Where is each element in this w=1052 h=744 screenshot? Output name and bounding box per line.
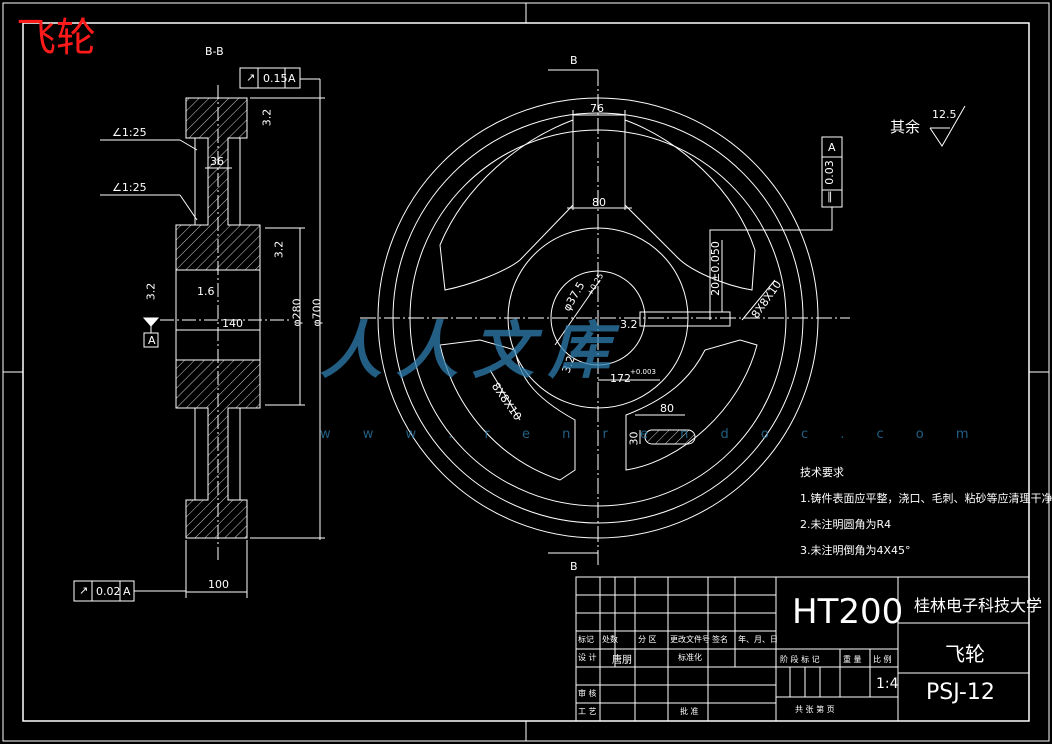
tb-sheet-info: 共 张 第 页	[795, 705, 835, 714]
tb-material: HT200	[792, 592, 904, 632]
datum-label: A	[148, 334, 156, 347]
tb-h-count: 处数	[602, 635, 618, 644]
tb-design-label: 设 计	[578, 653, 597, 662]
watermark: 人人文库	[320, 314, 625, 387]
tb-standard: 标准化	[678, 653, 702, 662]
section-mark-top: B	[570, 54, 578, 67]
dim-roughness-16: 1.6	[197, 285, 215, 298]
roughness-other-label: 其余	[890, 118, 921, 136]
roughness-other-value: 12.5	[932, 108, 957, 121]
section-view	[100, 78, 325, 598]
tb-stage: 阶 段 标 记	[780, 655, 820, 664]
runout-value-bottom: 0.02	[96, 585, 121, 598]
dim-roughness-c: 3.2	[144, 282, 158, 301]
dim-roughness-d: 3.2	[620, 318, 638, 331]
drawing-title: 飞轮	[16, 15, 96, 61]
tech-requirements: 技术要求 1.铸件表面应平整，浇口、毛刺、粘砂等应清理干净 2.未注明圆角为R4…	[800, 460, 1052, 564]
tb-h-mark: 标记	[578, 635, 594, 644]
tb-weight: 重 量	[843, 655, 862, 664]
tech-req-item-1: 1.铸件表面应平整，浇口、毛刺、粘砂等应清理干净	[800, 492, 1052, 505]
tolerance-frames	[73, 67, 843, 602]
section-mark-bottom: B	[570, 560, 578, 573]
parallel-icon: ∥	[827, 190, 833, 203]
dim-100: 100	[208, 578, 229, 591]
dim-taper-1: ∠1:25	[112, 126, 147, 139]
dim-172-tol: +0.003	[630, 368, 656, 376]
runout-datum-top: A	[288, 72, 296, 85]
watermark-url: w w w . r e n r e n d o c . c o m	[320, 427, 983, 442]
tb-h-sign: 签名	[712, 635, 728, 644]
runout-value-top: 0.15	[263, 72, 288, 85]
tb-approve: 批 准	[680, 707, 699, 716]
title-block-frame	[575, 576, 1030, 722]
tb-part-name: 飞轮	[945, 642, 985, 666]
tb-h-doc: 更改文件号	[670, 635, 710, 644]
dim-keyway: 20±0.050	[708, 241, 722, 296]
tb-ratio: 比 例	[873, 655, 892, 664]
dim-80-key: 80	[660, 402, 674, 415]
tb-drawing-no: PSJ-12	[926, 680, 995, 705]
tech-req-title: 技术要求	[800, 466, 844, 479]
runout-datum-bottom: A	[123, 585, 131, 598]
dim-76: 76	[590, 102, 604, 115]
parallel-datum: A	[828, 141, 836, 154]
tech-req-item-3: 3.未注明倒角为4X45°	[800, 544, 911, 557]
tb-scale: 1:4	[876, 676, 899, 692]
tb-h-zone: 分 区	[638, 635, 657, 644]
parallel-value: 0.03	[822, 160, 836, 185]
tb-org: 桂林电子科技大学	[914, 596, 1043, 615]
tb-designer: 唐朋	[612, 655, 632, 666]
dim-roughness-b: 3.2	[272, 240, 286, 259]
tb-review: 审 核	[578, 689, 597, 698]
dim-roughness-a: 3.2	[260, 108, 274, 127]
runout-icon-bottom: ↗	[79, 584, 89, 597]
dim-80-spoke: 80	[592, 196, 606, 209]
roughness-symbol	[929, 105, 966, 147]
tb-process: 工 艺	[578, 707, 597, 716]
dim-phi280: φ280	[290, 298, 304, 327]
tb-h-date: 年、月、日	[738, 635, 778, 644]
tech-req-item-2: 2.未注明圆角为R4	[800, 518, 892, 531]
runout-icon-top: ↗	[246, 71, 256, 84]
dim-taper-2: ∠1:25	[112, 181, 147, 194]
dim-172: 172	[610, 372, 631, 385]
dim-140: 140	[222, 317, 243, 330]
dim-36: 36	[210, 155, 224, 168]
section-label: B-B	[205, 45, 224, 58]
main-view	[360, 69, 850, 565]
